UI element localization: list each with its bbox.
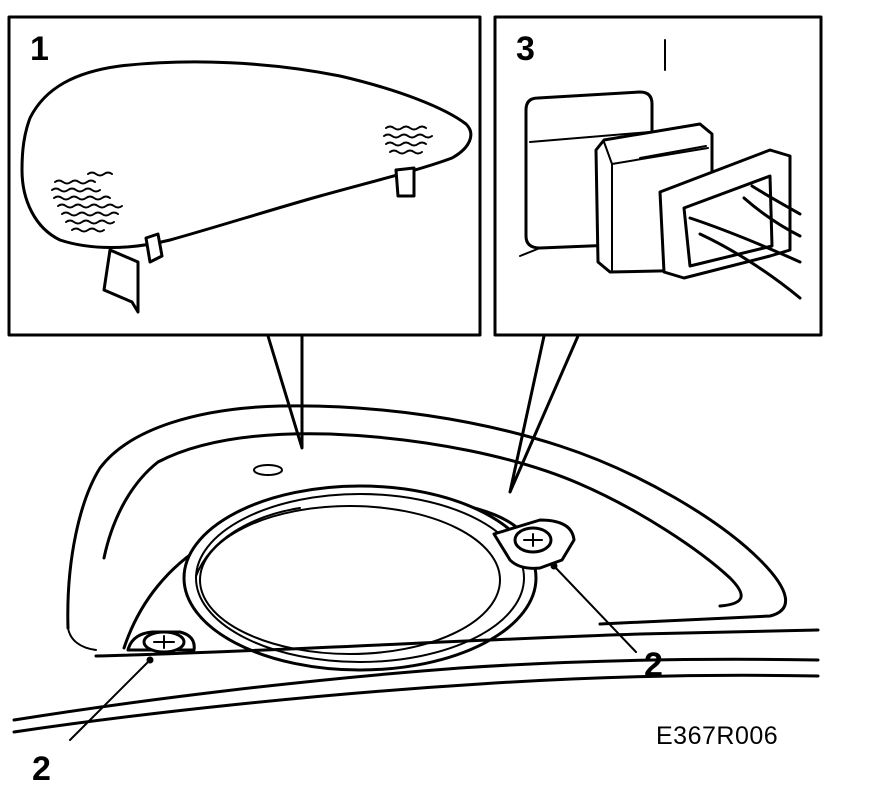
callout-2-right: 2: [644, 646, 663, 684]
leader-screw-left: [69, 659, 151, 741]
callout-1: 1: [30, 30, 49, 68]
screw-leaders: [69, 562, 637, 741]
speaker-unit: [182, 484, 538, 672]
detail-panel-connector: 3: [493, 15, 823, 337]
connector-illustration: [519, 39, 802, 300]
screw-right: [492, 518, 576, 570]
detail-frame-1: [7, 15, 482, 337]
grille-perforations-right: [383, 125, 433, 155]
pointer-to-connector: [508, 334, 580, 494]
mounting-hole: [253, 464, 283, 476]
detail-panel-cover: 1: [7, 15, 482, 337]
callout-2-left: 2: [32, 750, 51, 788]
speaker-cover-illustration: [20, 60, 473, 314]
leader-screw-right: [553, 565, 637, 653]
speaker-housing-assembly: [12, 404, 820, 734]
callout-3: 3: [516, 30, 535, 68]
grille-perforations-left: [51, 171, 123, 233]
detail-frame-3: [493, 15, 823, 337]
screw-left: [126, 630, 196, 654]
drawing-code: E367R006: [656, 722, 778, 750]
detail-pointers: [266, 334, 580, 494]
pointer-to-cover: [266, 334, 304, 450]
